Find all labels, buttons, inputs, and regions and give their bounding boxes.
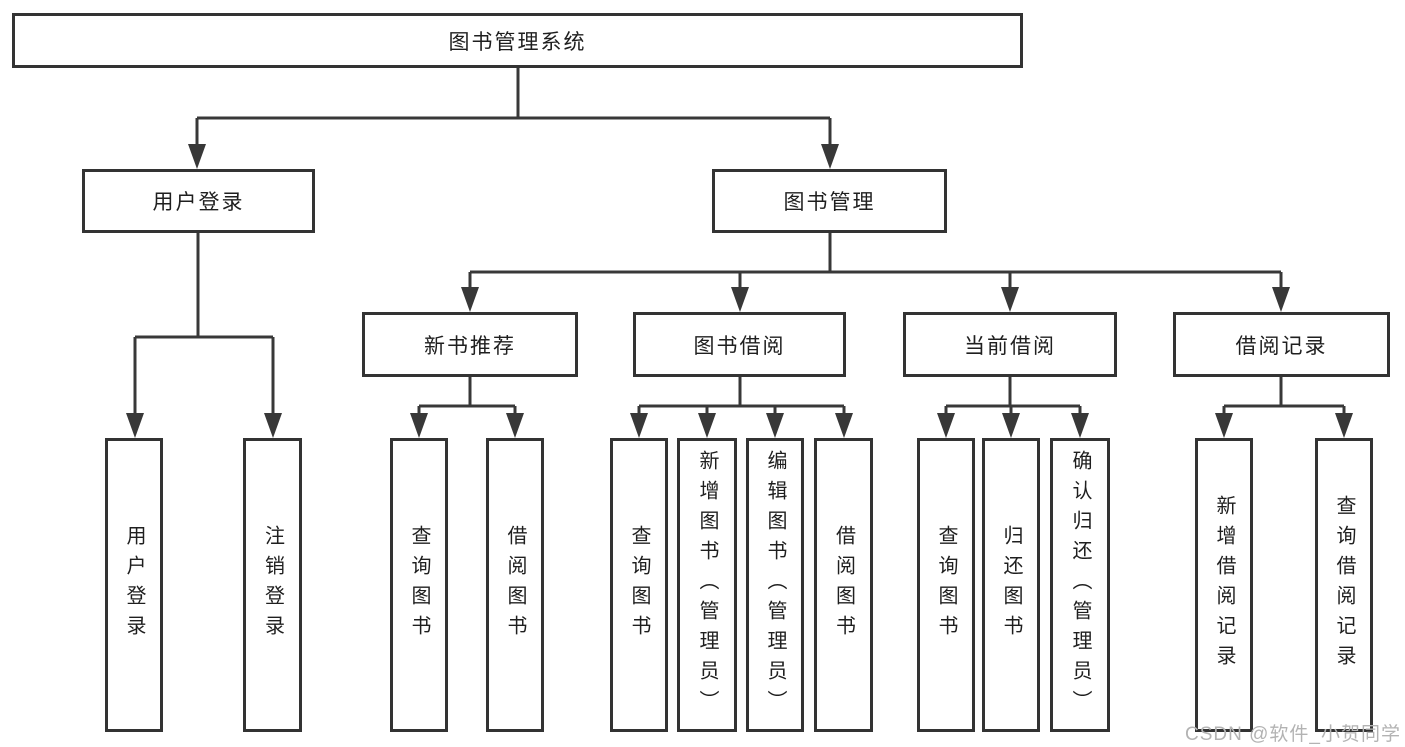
node-label: 查询图书	[408, 525, 430, 645]
arrowhead-down-icon	[461, 287, 479, 312]
node-label: 查询借阅记录	[1333, 495, 1355, 675]
arrowhead-down-icon	[698, 413, 716, 438]
leaf-confirm-return-admin: 确认归还（管理员）	[1050, 438, 1110, 732]
connector-bookmgmt-to-level3	[468, 233, 1283, 290]
arrowhead-down-icon	[630, 413, 648, 438]
node-label: 查询图书	[628, 525, 650, 645]
node-new-book-recommend: 新书推荐	[362, 312, 578, 377]
node-label: 编辑图书（管理员）	[764, 450, 786, 720]
arrowhead-down-icon	[821, 144, 839, 169]
connector-userlogin-to-leaves	[133, 233, 275, 416]
arrowhead-down-icon	[410, 413, 428, 438]
node-label: 确认归还（管理员）	[1069, 450, 1091, 720]
arrowhead-down-icon	[1002, 413, 1020, 438]
arrowhead-down-icon	[835, 413, 853, 438]
node-book-management: 图书管理	[712, 169, 947, 233]
leaf-return-books: 归还图书	[982, 438, 1040, 732]
arrowhead-down-icon	[766, 413, 784, 438]
leaf-logout: 注销登录	[243, 438, 302, 732]
node-label: 新增借阅记录	[1213, 495, 1235, 675]
arrowhead-down-icon	[731, 287, 749, 312]
node-label: 图书管理系统	[448, 30, 587, 54]
arrowhead-down-icon	[506, 413, 524, 438]
node-label: 新增图书（管理员）	[696, 450, 718, 720]
arrowhead-down-icon	[1071, 413, 1089, 438]
leaf-borrow-books-borrow: 借阅图书	[814, 438, 873, 732]
node-user-login: 用户登录	[82, 169, 315, 233]
node-label: 归还图书	[1000, 525, 1022, 645]
leaf-add-books-admin: 新增图书（管理员）	[677, 438, 737, 732]
leaf-query-books-current: 查询图书	[917, 438, 975, 732]
node-label: 借阅图书	[832, 525, 855, 645]
node-label: 注销登录	[261, 525, 284, 645]
leaf-edit-books-admin: 编辑图书（管理员）	[746, 438, 804, 732]
connector-current-to-leaves	[944, 377, 1082, 416]
node-current-borrow: 当前借阅	[903, 312, 1117, 377]
leaf-query-books-newbook: 查询图书	[390, 438, 448, 732]
node-label: 图书管理	[783, 191, 876, 214]
node-label: 借阅记录	[1235, 334, 1328, 358]
connector-root-to-level2	[195, 68, 832, 148]
arrowhead-down-icon	[1001, 287, 1019, 312]
node-label: 用户登录	[123, 525, 145, 645]
leaf-add-borrow-record: 新增借阅记录	[1195, 438, 1253, 732]
connector-records-to-leaves	[1222, 377, 1346, 416]
node-label: 当前借阅	[964, 334, 1056, 358]
leaf-query-books-borrow: 查询图书	[610, 438, 668, 732]
node-label: 图书借阅	[693, 334, 786, 358]
arrowhead-down-icon	[1272, 287, 1290, 312]
arrowhead-down-icon	[1335, 413, 1353, 438]
arrowhead-down-icon	[264, 413, 282, 438]
connector-borrow-to-leaves	[637, 377, 846, 416]
csdn-watermark: CSDN @软件_小贺同学	[1185, 724, 1401, 745]
node-borrow-records: 借阅记录	[1173, 312, 1390, 377]
node-label: 用户登录	[152, 191, 245, 214]
leaf-user-login: 用户登录	[105, 438, 163, 732]
node-label: 查询图书	[935, 525, 957, 645]
connector-newbook-to-leaves	[417, 377, 517, 416]
node-library-system: 图书管理系统	[12, 13, 1023, 68]
node-label: 新书推荐	[424, 334, 516, 358]
leaf-borrow-books-newbook: 借阅图书	[486, 438, 544, 732]
arrowhead-down-icon	[126, 413, 144, 438]
arrowhead-down-icon	[1215, 413, 1233, 438]
arrowhead-down-icon	[188, 144, 206, 169]
leaf-query-borrow-record: 查询借阅记录	[1315, 438, 1373, 732]
node-book-borrow: 图书借阅	[633, 312, 846, 377]
arrowhead-down-icon	[937, 413, 955, 438]
node-label: 借阅图书	[504, 525, 526, 645]
